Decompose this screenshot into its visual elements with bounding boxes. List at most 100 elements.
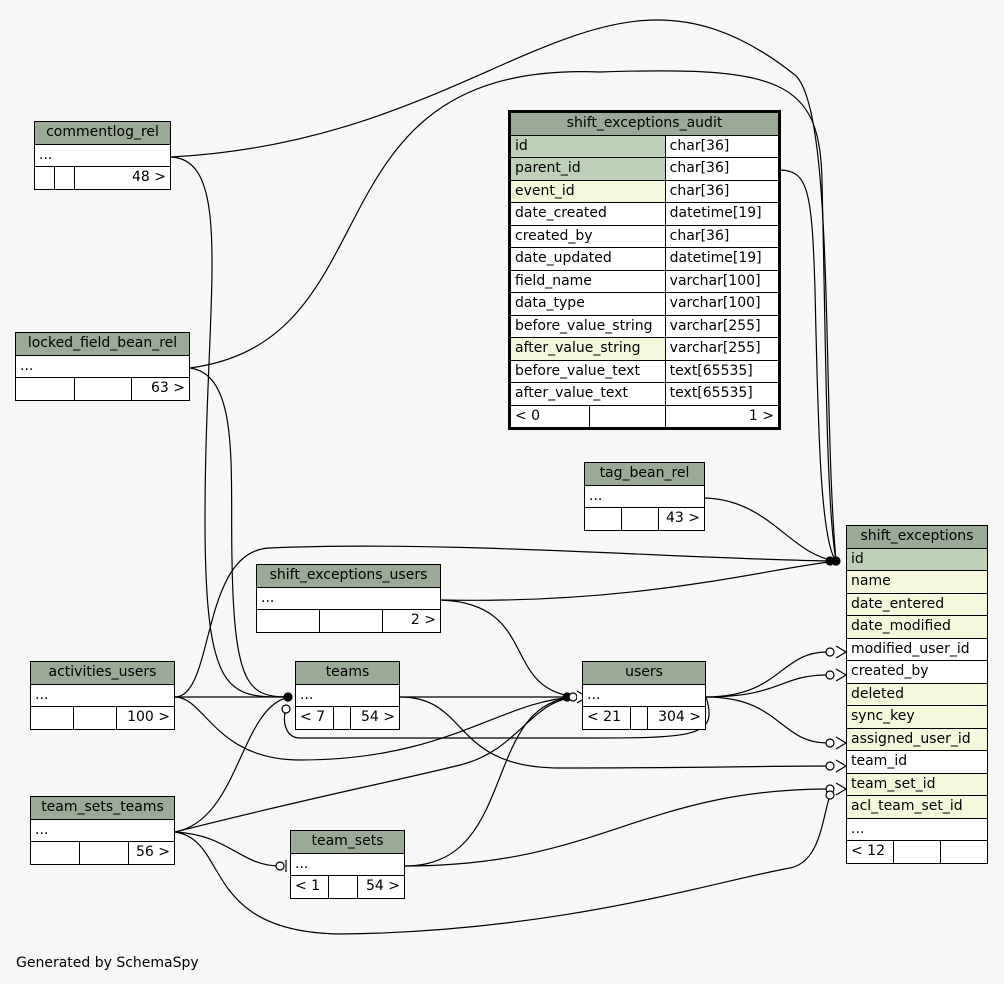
column-name: data_type <box>509 292 666 316</box>
columns-ellipsis: ... <box>30 818 175 842</box>
children-count: 56 > <box>128 841 175 865</box>
parents-cell <box>30 706 74 730</box>
column-name: created_by <box>509 224 666 248</box>
parents-count: < 1 <box>290 875 329 899</box>
column-row: assigned_user_id <box>846 727 988 751</box>
table-team-sets[interactable]: team_sets ... < 1 54 > <box>290 830 406 899</box>
column-name: date_created <box>509 202 666 226</box>
column-name: after_value_text <box>509 382 666 406</box>
spacer-cell <box>327 875 358 899</box>
column-type: char[36] <box>664 134 781 158</box>
footer-credit: Generated by SchemaSpy <box>16 955 199 971</box>
columns-ellipsis: ... <box>846 817 988 841</box>
column-row: team_id <box>846 750 988 774</box>
children-count: 304 > <box>647 706 706 730</box>
edge-tst-to-acl-team-set <box>174 794 831 935</box>
edge-tst-to-teams <box>174 696 291 833</box>
column-name: date_modified <box>846 615 988 639</box>
parents-cell <box>15 377 75 401</box>
column-name: assigned_user_id <box>846 727 988 751</box>
column-name: before_value_text <box>509 359 666 383</box>
table-title: shift_exceptions_users <box>256 564 441 588</box>
column-name: parent_id <box>509 157 666 181</box>
children-count: 54 > <box>350 706 400 730</box>
table-commentlog-rel[interactable]: commentlog_rel ... 48 > <box>33 121 171 190</box>
table-title: team_sets <box>290 830 405 854</box>
column-name: date_entered <box>846 592 988 616</box>
column-name: event_id <box>509 179 666 203</box>
column-type: char[36] <box>664 179 781 203</box>
column-type: char[36] <box>664 224 781 248</box>
edge-tst-to-team-sets <box>174 831 281 867</box>
column-name: id <box>846 547 988 571</box>
table-title: commentlog_rel <box>34 121 171 145</box>
spacer-cell <box>893 840 941 864</box>
column-type: char[36] <box>664 157 781 181</box>
edge-seu-to-shift-exceptions <box>440 560 837 601</box>
spacer-cell <box>589 404 666 429</box>
children-count: 1 > <box>664 404 781 429</box>
column-name: name <box>846 570 988 594</box>
edge-audit-parent-to-shift-exceptions <box>778 169 837 562</box>
column-name: before_value_string <box>509 314 666 338</box>
columns-ellipsis: ... <box>34 143 171 167</box>
column-row: deleted <box>846 682 988 706</box>
columns-ellipsis: ... <box>584 484 705 508</box>
edge-teams-team-id <box>399 696 828 769</box>
column-type: varchar[255] <box>664 314 781 338</box>
columns-ellipsis: ... <box>295 683 400 707</box>
table-activities-users[interactable]: activities_users ... 100 > <box>30 661 175 730</box>
children-count: 100 > <box>116 706 175 730</box>
columns-ellipsis: ... <box>30 683 175 707</box>
children-count: 43 > <box>658 507 705 531</box>
table-title: activities_users <box>30 661 175 685</box>
columns-ellipsis: ... <box>15 354 190 378</box>
column-row: acl_team_set_id <box>846 795 988 819</box>
edge-activities-to-users <box>174 696 578 761</box>
column-name: created_by <box>846 660 988 684</box>
table-team-sets-teams[interactable]: team_sets_teams ... 56 > <box>30 796 175 865</box>
column-name: modified_user_id <box>846 637 988 661</box>
table-title: users <box>582 661 706 685</box>
children-cell <box>940 840 988 864</box>
table-title: tag_bean_rel <box>584 462 705 486</box>
table-tag-bean-rel[interactable]: tag_bean_rel ... 43 > <box>584 462 705 531</box>
column-type: varchar[100] <box>664 292 781 316</box>
column-name: team_set_id <box>846 772 988 796</box>
children-count: 54 > <box>356 875 406 899</box>
edge-activities-to-shift-exceptions <box>174 545 837 698</box>
edge-users-to-teams <box>283 696 710 739</box>
column-type: datetime[19] <box>664 247 781 271</box>
table-title: shift_exceptions_audit <box>509 111 780 136</box>
column-type: varchar[255] <box>664 337 781 361</box>
columns-ellipsis: ... <box>290 852 405 876</box>
parents-count: < 12 <box>846 840 894 864</box>
edge-locked-field-to-teams <box>189 367 291 698</box>
column-row: sync_key <box>846 705 988 729</box>
column-row: created_by <box>846 660 988 684</box>
spacer-cell <box>54 166 76 190</box>
table-locked-field-bean-rel[interactable]: locked_field_bean_rel ... 63 > <box>15 332 190 401</box>
edge-commentlog-to-teams <box>170 156 291 698</box>
edge-users-assigned <box>705 696 828 744</box>
column-name: deleted <box>846 682 988 706</box>
column-name: sync_key <box>846 705 988 729</box>
column-row: name <box>846 570 988 594</box>
column-type: varchar[100] <box>664 269 781 293</box>
edge-users-modified <box>705 651 828 698</box>
table-title: teams <box>295 661 400 685</box>
column-type: datetime[19] <box>664 202 781 226</box>
edge-tst-to-users <box>174 696 578 833</box>
edge-users-created <box>705 674 828 698</box>
table-shift-exceptions-users[interactable]: shift_exceptions_users ... 2 > <box>256 564 441 633</box>
column-name: team_id <box>846 750 988 774</box>
